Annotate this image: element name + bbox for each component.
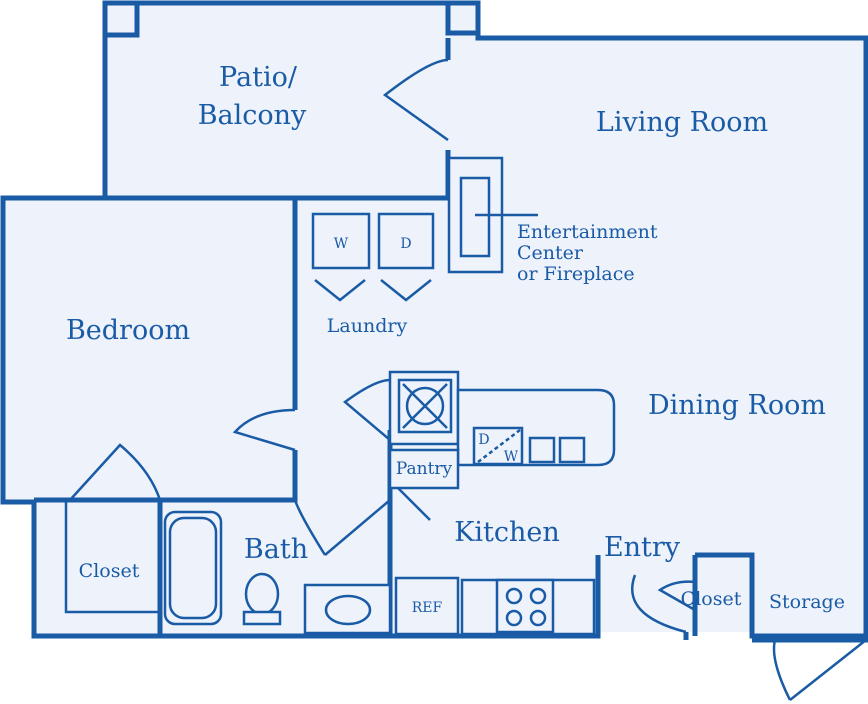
kitchen-fixtures xyxy=(394,576,596,636)
label-entertainment-3: or Fireplace xyxy=(517,263,635,285)
kitchen-structure xyxy=(388,370,616,490)
entry-door-icon xyxy=(630,574,687,634)
label-entry: Entry xyxy=(604,532,681,563)
toilet-icon xyxy=(244,572,280,616)
floor-area xyxy=(3,3,866,640)
label-entertainment-2: Center xyxy=(517,242,584,264)
sink-icon xyxy=(324,594,372,626)
closet-door-icon xyxy=(69,443,162,501)
dryer-icon xyxy=(377,212,435,270)
label-kitchen: Kitchen xyxy=(454,517,560,548)
label-fridge: REF xyxy=(412,600,443,616)
label-patio-2: Balcony xyxy=(198,100,307,131)
dishwasher xyxy=(472,426,586,466)
sink-counter-icon xyxy=(303,583,392,635)
label-dw-d: D xyxy=(478,432,489,448)
bedroom-door-icon xyxy=(232,408,296,452)
bath-fixtures xyxy=(163,510,392,635)
kitchen-door-icon xyxy=(342,378,391,441)
label-dining-room: Dining Room xyxy=(648,390,826,421)
fridge-icon xyxy=(394,576,460,636)
label-closet-right: Closet xyxy=(681,588,742,610)
washer-icon xyxy=(311,212,371,270)
stove-icon xyxy=(495,578,555,634)
pantry-door-icon xyxy=(397,487,431,521)
label-bath: Bath xyxy=(244,534,308,565)
label-pantry: Pantry xyxy=(396,459,453,479)
label-storage: Storage xyxy=(769,591,845,613)
bathtub-icon xyxy=(163,510,223,626)
label-entertainment-1: Entertainment xyxy=(517,221,658,243)
label-bedroom: Bedroom xyxy=(66,315,190,346)
closet-right-door-icon xyxy=(657,580,696,612)
bath-door-icon xyxy=(293,499,391,556)
patio-door-icon xyxy=(382,58,449,142)
label-closet-left: Closet xyxy=(79,560,140,582)
label-dw-w: W xyxy=(504,449,519,465)
closet-shelf xyxy=(64,500,160,614)
label-patio-1: Patio/ xyxy=(219,62,298,93)
entertainment-center xyxy=(447,156,538,274)
label-living-room: Living Room xyxy=(596,107,768,138)
laundry-area xyxy=(311,212,435,302)
label-laundry: Laundry xyxy=(327,315,408,337)
label-dryer: D xyxy=(400,236,411,252)
storage-door-icon xyxy=(772,639,867,701)
doors xyxy=(69,58,867,701)
label-washer: W xyxy=(334,236,349,252)
